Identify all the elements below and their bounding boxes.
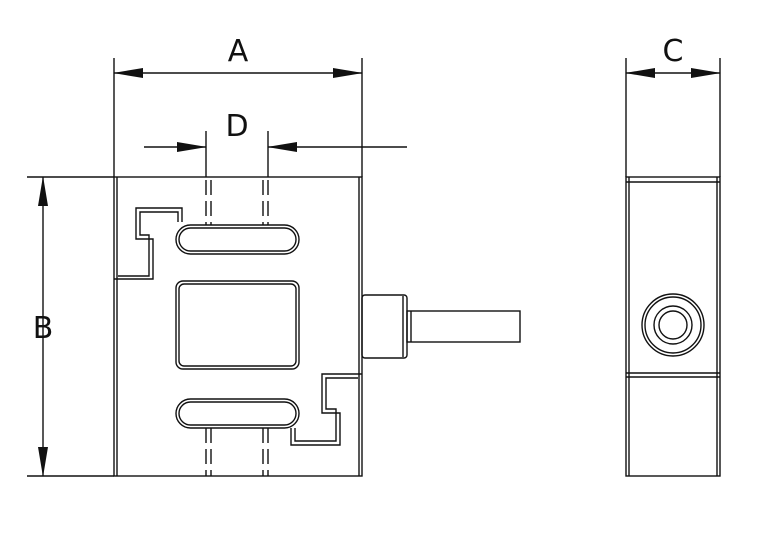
bottom-right-notch [290,373,362,446]
side-body [625,176,721,477]
dimension-a-label: A [228,34,249,69]
cable-port [641,293,705,357]
thread-hidden-lines [205,180,269,476]
top-left-notch [114,207,183,280]
front-view [113,176,521,477]
dimension-b [27,176,114,477]
center-pocket [175,280,300,370]
dimension-d-label: D [225,109,248,144]
lower-slot [175,398,300,429]
cable [406,310,521,343]
upper-slot [175,224,300,255]
side-view [625,176,721,477]
load-cell-body [113,176,363,477]
cable-gland [361,294,408,359]
dimension-c [625,58,721,177]
dimension-d [144,131,407,177]
dimension-a [113,58,363,177]
dimension-b-label: B [33,311,54,346]
dimension-c-label: C [663,34,684,69]
